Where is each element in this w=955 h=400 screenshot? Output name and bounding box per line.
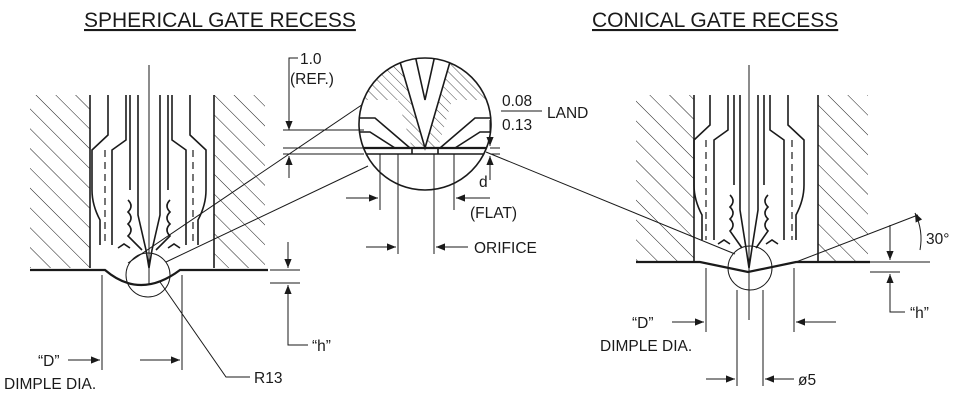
right-mold-plate-hatch <box>214 95 265 268</box>
left-parting-line <box>30 268 268 287</box>
ref-value-label: 1.0 <box>300 51 322 68</box>
dimple-label-right: DIMPLE DIA. <box>600 338 692 355</box>
ref-note-label: (REF.) <box>290 71 334 88</box>
d-label-left: “D” <box>38 353 60 370</box>
left-probe-tip <box>126 199 172 251</box>
land-lower-label: 0.13 <box>502 117 532 134</box>
gate-detail-view: 1.0 (REF.) 0.08 0.13 LAND d (FLAT) ORIFI… <box>283 51 588 257</box>
land-upper-label: 0.08 <box>502 93 532 110</box>
conical-title: CONICAL GATE RECESS <box>592 9 838 32</box>
land-label: LAND <box>547 105 588 122</box>
r13-label: R13 <box>254 370 282 387</box>
d-flat-label: d <box>479 174 488 191</box>
r13-leader <box>159 281 250 378</box>
d-label-right: “D” <box>632 315 654 332</box>
dia5-label: ø5 <box>798 372 816 389</box>
dimple-label-left: DIMPLE DIA. <box>4 376 96 393</box>
left-mold-plate-hatch-right <box>636 95 694 262</box>
left-mold-plate-hatch <box>30 95 90 268</box>
h-label-left: “h” <box>312 338 331 355</box>
right-probe-tip <box>728 194 770 249</box>
flat-label: (FLAT) <box>470 205 517 222</box>
orifice-label: ORIFICE <box>474 240 537 257</box>
right-detail-circle <box>727 245 773 291</box>
conical-gate-view: 30° “h” “D” DIMPLE DIA. ø5 <box>485 65 949 389</box>
spherical-title: SPHERICAL GATE RECESS <box>84 9 356 32</box>
h-label-right: “h” <box>910 305 929 322</box>
right-mold-plate-hatch-right <box>818 95 868 262</box>
angle-label: 30° <box>926 231 949 248</box>
left-detail-circle <box>125 252 171 298</box>
left-nozzle-outline <box>91 95 207 245</box>
right-parting-line <box>636 260 870 274</box>
detail-outline-circle <box>358 57 492 191</box>
spherical-gate-view: “h” “D” DIMPLE DIA. R13 <box>4 65 373 393</box>
